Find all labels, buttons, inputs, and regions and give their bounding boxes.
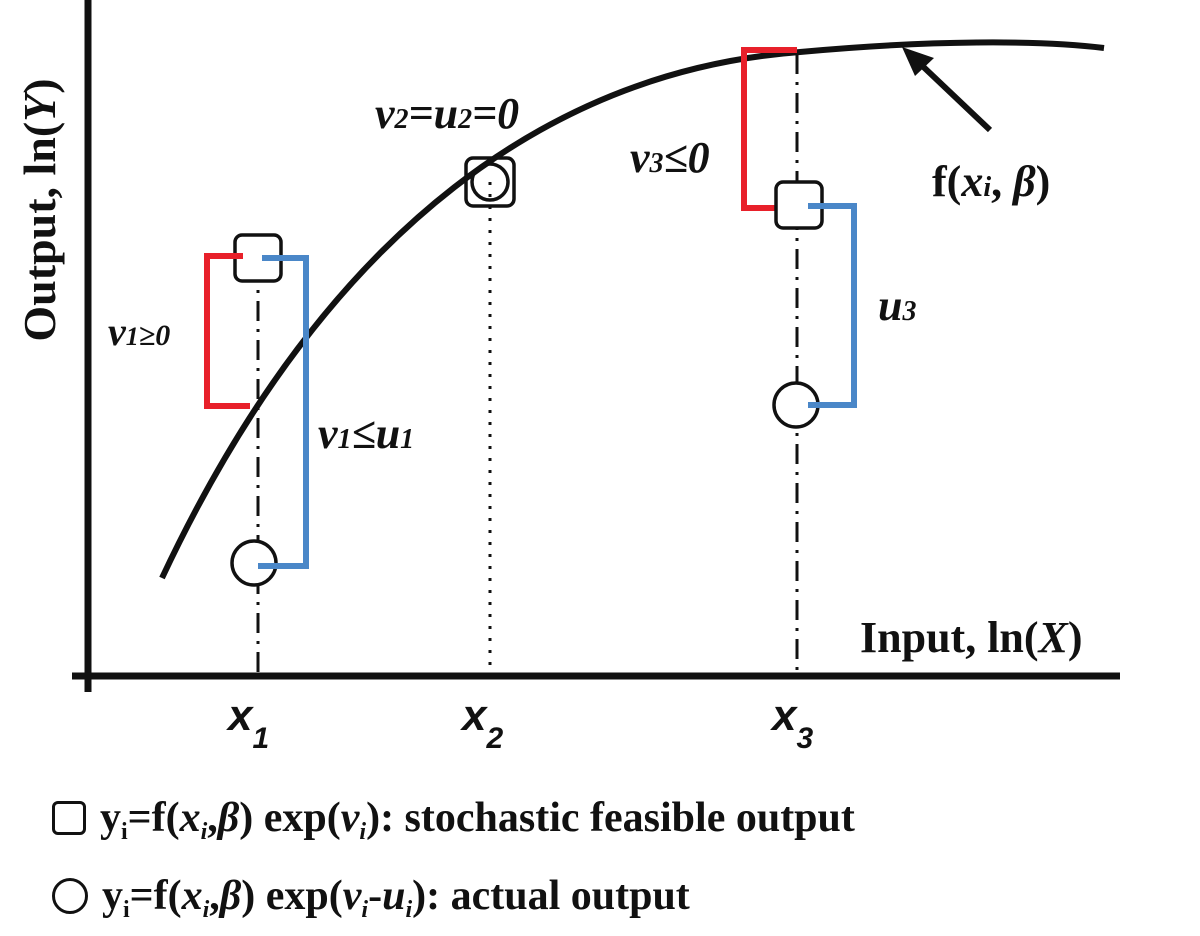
legend-text-feasible: yi=f(xi,β) exp(vi): stochastic feasible … xyxy=(100,795,855,845)
annotation-v3-nonpos: v3≤0 xyxy=(630,133,710,182)
annotation-v1-le-u1: v1≤u1 xyxy=(318,409,414,458)
legend-row-feasible: yi=f(xi,β) exp(vi): stochastic feasible … xyxy=(52,788,855,848)
tick-label-x1: x1 xyxy=(226,691,269,755)
noise-bracket-x1 xyxy=(204,253,250,409)
noise-bracket-x3 xyxy=(741,47,797,211)
annotation-u3: u3 xyxy=(878,281,916,330)
annotation-v1-nonneg: v1≥0 xyxy=(108,309,170,354)
curve-label: f(xi, β) xyxy=(932,157,1050,206)
actual-output-x2 xyxy=(470,162,510,202)
legend-square-symbol xyxy=(52,801,86,835)
inefficiency-bracket-x3 xyxy=(808,203,857,408)
frontier-curve xyxy=(159,39,1105,580)
tick-label-x3: x3 xyxy=(770,691,813,755)
curve-arrow-shaft xyxy=(911,55,993,133)
annotation-v2-eq: v2=u2=0 xyxy=(375,89,519,138)
legend-circle-symbol xyxy=(52,878,88,914)
legend-text-actual: yi=f(xi,β) exp(vi-ui): actual output xyxy=(102,873,690,923)
curve-arrow-head xyxy=(902,47,934,76)
y-axis-label: Output, ln(Y) xyxy=(14,78,65,341)
x-axis-label: Input, ln(X) xyxy=(860,613,1083,662)
inefficiency-bracket-x1 xyxy=(258,255,309,569)
legend-row-actual: yi=f(xi,β) exp(vi-ui): actual output xyxy=(52,866,690,926)
feasible-output-x2 xyxy=(464,156,516,208)
tick-label-x2: x2 xyxy=(460,691,503,755)
